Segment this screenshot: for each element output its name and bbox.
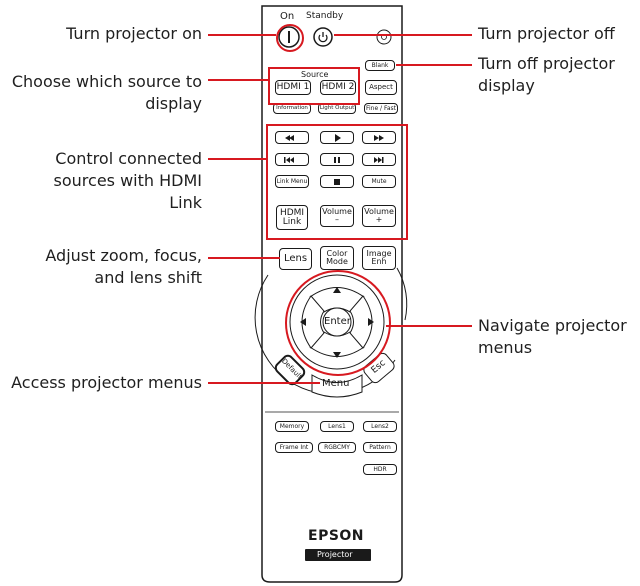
callout-access-menus: Access projector menus [11,373,202,392]
skip-forward-icon [374,157,378,163]
model-badge [305,549,371,561]
callout-turn-off: Turn projector off [478,24,615,43]
memory-button[interactable]: Memory [275,421,309,432]
volume-up-button[interactable]: Volume + [362,205,396,227]
mute-button[interactable]: Mute [362,175,396,188]
hdmi1-button[interactable]: HDMI 1 [275,80,311,95]
rewind-icon [285,135,290,141]
default-button-shape [274,354,306,386]
rgbcmy-button[interactable]: RGBCMY [318,442,356,453]
callout-hdmi-link: Control connected sources with HDMI Link [54,148,202,214]
blank-button[interactable]: Blank [365,60,395,71]
callout-line-menus [208,382,320,384]
on-label: On [280,11,295,22]
callout-hdmi-link-line2: sources with HDMI [53,171,202,190]
pause-button[interactable] [320,153,354,166]
on-highlight [276,24,304,52]
nav-highlight [285,270,391,376]
skip-forward-button[interactable] [362,153,396,166]
stop-button[interactable] [320,175,354,188]
callout-turn-off-display-line1: Turn off projector [478,54,615,73]
callout-navigate-menus-line2: menus [478,338,533,357]
brand-logo: EPSON [308,528,365,544]
standby-label: Standby [306,11,344,21]
hdmi2-button[interactable]: HDMI 2 [320,80,356,95]
callout-hdmi-link-line1: Control connected [55,149,202,168]
aspect-button[interactable]: Aspect [365,80,397,95]
light-sensor-icon [376,29,392,45]
pause-icon [334,157,336,163]
callout-choose-source: Choose which source to display [12,71,202,115]
rewind-button[interactable] [275,131,309,144]
source-label: Source [298,70,332,79]
hdmi-link-button[interactable]: HDMI Link [276,205,308,230]
callout-navigate-menus: Navigate projector menus [478,315,627,359]
image-enh-button[interactable]: Image Enh [362,246,396,270]
callout-line-lens [208,257,280,259]
color-mode-button[interactable]: Color Mode [320,246,354,270]
menu-button-shape [311,374,363,398]
callout-line-blank [396,64,472,66]
frame-int-button[interactable]: Frame Int [275,442,313,453]
lens-button[interactable]: Lens [279,248,312,270]
callout-turn-on: Turn projector on [66,24,202,43]
callout-line-source [208,79,268,81]
hdmi-link-highlight [266,124,408,240]
callout-navigate-menus-line1: Navigate projector [478,316,627,335]
transport-glyphs [284,134,384,185]
callout-turn-off-display-line2: display [478,76,535,95]
fine-fast-button[interactable]: Fine / Fast [364,103,398,114]
play-icon [335,134,341,142]
volume-down-button[interactable]: Volume – [320,205,354,227]
source-highlight [268,67,360,105]
fast-forward-icon [374,135,379,141]
skip-back-button[interactable] [275,153,309,166]
callout-adjust-lens-line2: and lens shift [94,268,202,287]
callout-line-off [334,34,472,36]
lens1-button[interactable]: Lens1 [320,421,354,432]
callout-hdmi-link-line3: Link [169,193,202,212]
standby-icon [318,34,328,43]
callout-line-navigate [386,325,472,327]
hdr-button[interactable]: HDR [363,464,397,475]
callout-adjust-lens: Adjust zoom, focus, and lens shift [45,245,202,289]
link-menu-button[interactable]: Link Menu [275,175,309,188]
callout-adjust-lens-line1: Adjust zoom, focus, [45,246,202,265]
pattern-button[interactable]: Pattern [363,442,397,453]
fast-forward-button[interactable] [362,131,396,144]
menu-label[interactable]: Menu [322,378,350,389]
lens2-button[interactable]: Lens2 [363,421,397,432]
callout-choose-source-line2: display [145,94,202,113]
stop-icon [334,179,340,185]
callout-choose-source-line1: Choose which source to [11,72,202,91]
skip-back-icon [284,157,286,163]
callout-line-hdmi-link [208,158,266,160]
model-label: Projector [317,550,353,559]
callout-turn-off-display: Turn off projector display [478,53,615,97]
callout-line-on [208,34,276,36]
play-button[interactable] [320,131,354,144]
